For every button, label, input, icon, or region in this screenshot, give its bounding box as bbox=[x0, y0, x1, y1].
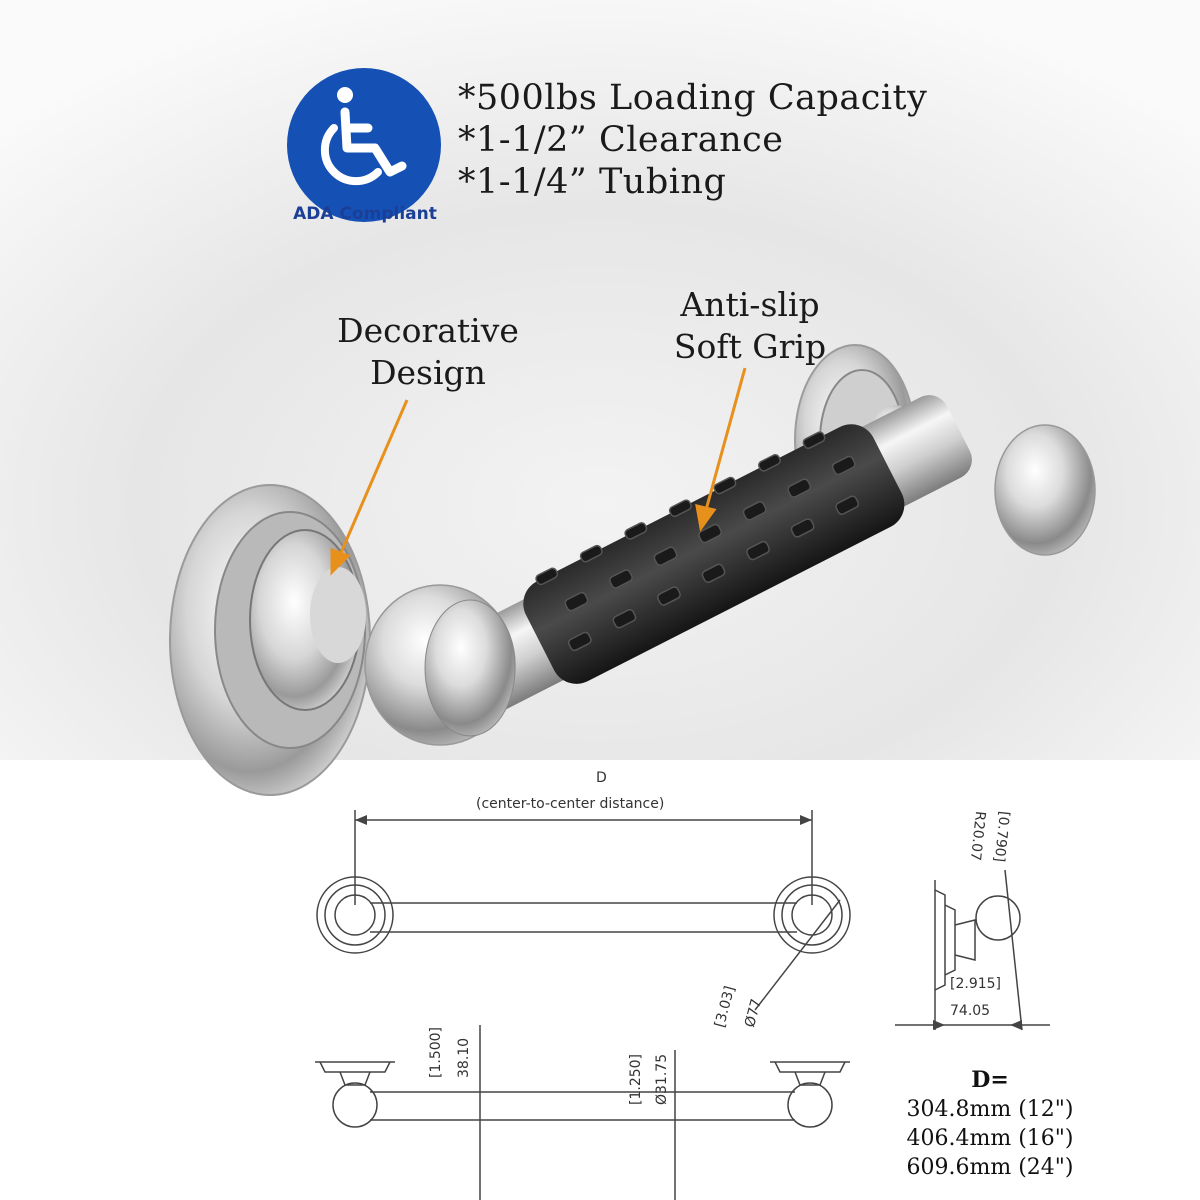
callout-arrows bbox=[330, 367, 747, 576]
grip-bumps bbox=[535, 431, 860, 652]
d-dimension-label: D bbox=[596, 770, 607, 786]
size-12: 304.8mm (12") bbox=[906, 1097, 1074, 1122]
size-24: 609.6mm (24") bbox=[906, 1155, 1074, 1180]
callout-grip: Anti-slip Soft Grip bbox=[650, 284, 850, 368]
size-16: 406.4mm (16") bbox=[906, 1126, 1074, 1151]
callout-grip-line1: Anti-slip bbox=[680, 285, 820, 324]
sizes-heading: D= bbox=[971, 1067, 1009, 1093]
callout-grip-line2: Soft Grip bbox=[673, 327, 827, 366]
clearance-inch-label: [1.500] bbox=[428, 1026, 444, 1078]
callout-decorative: Decorative Design bbox=[318, 310, 538, 394]
spec-tubing: *1-1/4” Tubing bbox=[458, 162, 727, 202]
ada-label: ADA Compliant bbox=[293, 204, 437, 224]
spec-capacity: *500lbs Loading Capacity bbox=[458, 78, 928, 118]
tube-mm-label: Ø31.75 bbox=[654, 1053, 670, 1105]
depth-inch-label: [2.915] bbox=[950, 976, 1002, 992]
spec-clearance: *1-1/2” Clearance bbox=[458, 120, 784, 160]
tube-inch-label: [1.250] bbox=[628, 1053, 644, 1105]
drawing-background bbox=[0, 760, 1200, 1200]
callout-decorative-line2: Design bbox=[370, 353, 486, 392]
right-end-cap bbox=[994, 424, 1096, 556]
d-dimension-note: (center-to-center distance) bbox=[476, 796, 665, 812]
callout-decorative-line1: Decorative bbox=[337, 311, 519, 350]
clearance-mm-label: 38.10 bbox=[456, 1037, 472, 1078]
depth-mm-label: 74.05 bbox=[950, 1003, 991, 1019]
